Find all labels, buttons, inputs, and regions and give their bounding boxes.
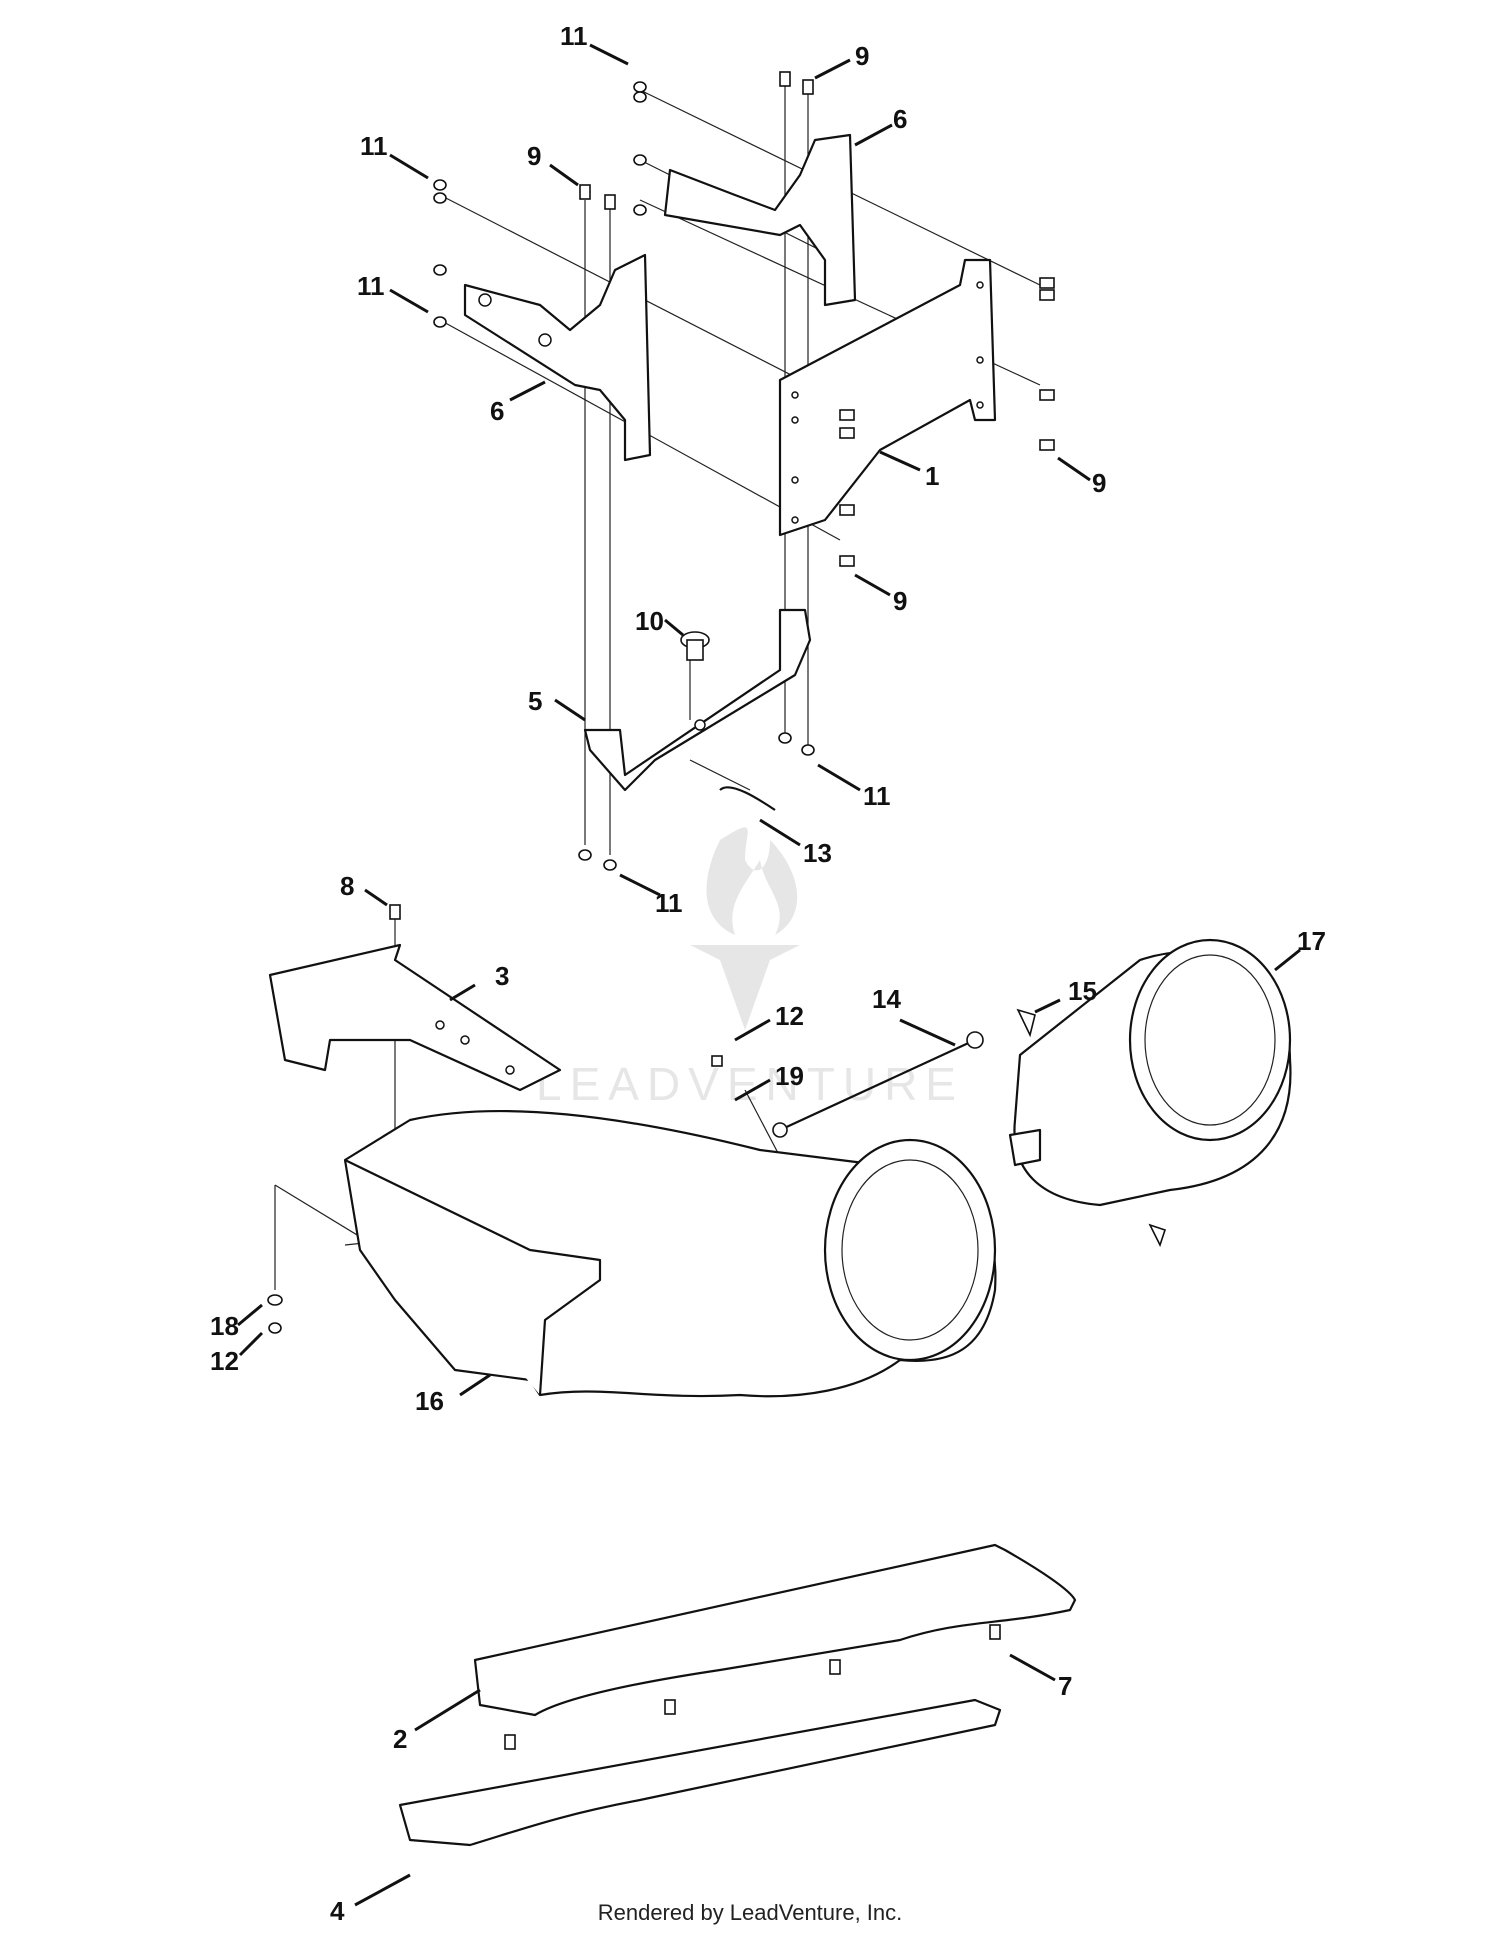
callout-17: 17: [1297, 926, 1326, 956]
callout-6: 6: [490, 396, 504, 426]
bracket-6-rear: [663, 133, 857, 307]
callout-18: 18: [210, 1311, 239, 1341]
rod-14: [772, 1031, 984, 1138]
callout-7: 7: [1058, 1671, 1072, 1701]
bracket-3: [268, 943, 562, 1092]
callout-16: 16: [415, 1386, 444, 1416]
callout-10: 10: [635, 606, 664, 636]
callout-9: 9: [855, 41, 869, 71]
callout-19: 19: [775, 1061, 804, 1091]
plate-4: [398, 1698, 1002, 1847]
callout-labels: 11 9 6 11 9 11 6 1 9 9 10 5 11 13 11 8 3…: [210, 21, 1326, 1926]
callout-6: 6: [893, 104, 907, 134]
plate-2: [473, 1543, 1077, 1717]
bracket-6-front: [463, 253, 652, 462]
callout-3: 3: [495, 961, 509, 991]
callout-5: 5: [528, 686, 542, 716]
watermark-text: LEADVENTURE: [536, 1058, 964, 1110]
footer-credit: Rendered by LeadVenture, Inc.: [597, 1900, 903, 1925]
callout-9: 9: [527, 141, 541, 171]
callout-15: 15: [1068, 976, 1097, 1006]
pin-10: [680, 631, 710, 661]
fasteners: [267, 71, 1167, 1750]
callout-9: 9: [1092, 468, 1106, 498]
callout-12: 12: [210, 1346, 239, 1376]
chute-16: [343, 1109, 997, 1398]
callout-9: 9: [893, 586, 907, 616]
bracket-5: [583, 608, 812, 792]
callout-12: 12: [775, 1001, 804, 1031]
callout-8: 8: [340, 871, 354, 901]
callout-14: 14: [872, 984, 901, 1014]
callout-2: 2: [393, 1724, 407, 1754]
callout-11: 11: [655, 888, 683, 918]
callout-11: 11: [560, 21, 588, 51]
mount-plate-1: [778, 258, 997, 537]
callout-13: 13: [803, 838, 832, 868]
tube-17: [1008, 938, 1292, 1207]
callout-11: 11: [360, 131, 388, 161]
callout-11: 11: [357, 271, 385, 301]
callout-4: 4: [330, 1896, 345, 1926]
clip-13: [719, 786, 776, 811]
callout-1: 1: [925, 461, 939, 491]
leader-lines: [237, 43, 1301, 1907]
watermark-logo: LEADVENTURE: [536, 827, 964, 1110]
callout-11: 11: [863, 781, 891, 811]
